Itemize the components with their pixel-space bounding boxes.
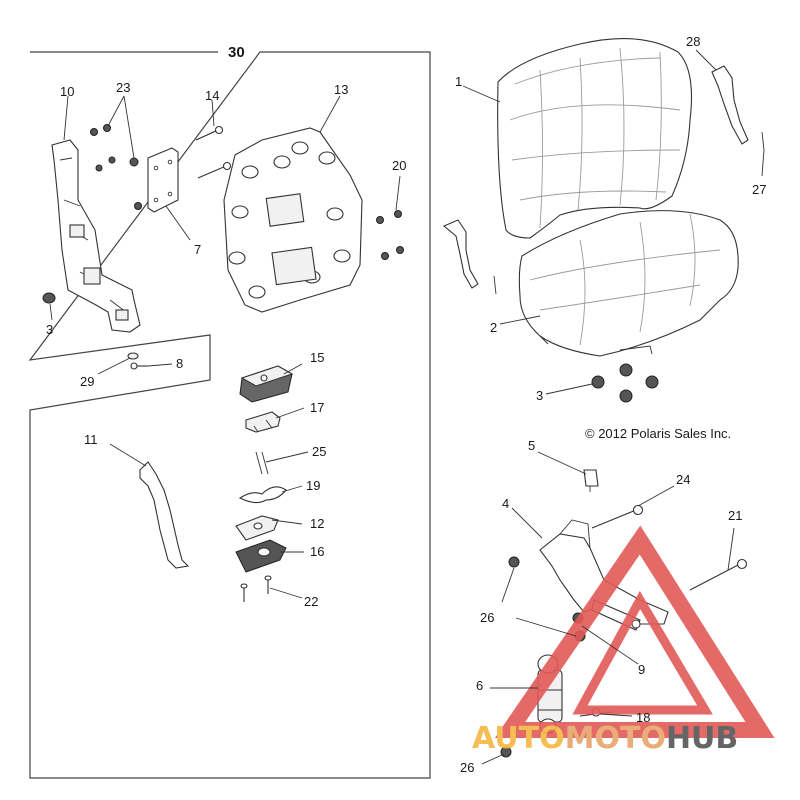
callout-c8: 8 bbox=[176, 356, 183, 371]
callout-c26a: 26 bbox=[480, 610, 494, 625]
watermark-inner-triangle bbox=[572, 590, 713, 715]
base-part-16 bbox=[235, 539, 287, 573]
callout-c7: 7 bbox=[194, 242, 201, 257]
callout-c25: 25 bbox=[312, 444, 326, 459]
pin-left-side bbox=[493, 275, 497, 295]
pin-part-27 bbox=[761, 131, 765, 151]
seat-bottom-part-2 bbox=[518, 210, 739, 357]
leader-lines bbox=[49, 49, 765, 765]
callout-c12: 12 bbox=[310, 516, 324, 531]
watermark-auto: AUTO bbox=[472, 721, 565, 756]
bolt-part-24 bbox=[591, 504, 644, 529]
callout-c30: 30 bbox=[228, 44, 245, 61]
callout-c28: 28 bbox=[686, 34, 700, 49]
callout-c11: 11 bbox=[84, 432, 98, 447]
callout-c1: 1 bbox=[455, 74, 462, 89]
callout-c20: 20 bbox=[392, 158, 406, 173]
seat-back-part-1 bbox=[497, 38, 693, 239]
callout-c29: 29 bbox=[80, 374, 94, 389]
clip-part-19 bbox=[238, 486, 287, 504]
watermark-triangle bbox=[494, 525, 775, 738]
callout-c24: 24 bbox=[676, 472, 690, 487]
callout-c9: 9 bbox=[638, 662, 645, 677]
kit-30-outline: 30 bbox=[28, 44, 431, 779]
strap-part-28 bbox=[711, 65, 749, 145]
nut-part-26-upper bbox=[508, 556, 520, 568]
callout-c3b: 3 bbox=[536, 388, 543, 403]
callout-c22: 22 bbox=[304, 594, 318, 609]
bolt-part-21 bbox=[689, 558, 748, 591]
plate-part-7 bbox=[147, 147, 179, 213]
callout-c23: 23 bbox=[116, 80, 130, 95]
callout-c3a: 3 bbox=[46, 322, 53, 337]
screws-part-20 bbox=[376, 210, 404, 260]
latch-part-17 bbox=[245, 411, 281, 433]
callout-c21: 21 bbox=[728, 508, 742, 523]
callout-c2: 2 bbox=[490, 320, 497, 335]
pins-part-25 bbox=[255, 451, 269, 475]
bolt-part-5 bbox=[583, 469, 599, 492]
watermark-logo: AUTOMOTOHUB bbox=[472, 525, 775, 756]
watermark-hub: HUB bbox=[666, 721, 738, 756]
strap-left-side bbox=[442, 219, 479, 289]
callout-c6: 6 bbox=[476, 678, 483, 693]
callout-c26b: 26 bbox=[460, 760, 474, 775]
bolts-part-14 bbox=[195, 125, 232, 179]
nuts-part-3-right bbox=[591, 363, 659, 403]
copyright-notice: © 2012 Polaris Sales Inc. bbox=[585, 426, 731, 441]
seat-pan-part-13 bbox=[223, 127, 363, 313]
bracket-part-10 bbox=[51, 139, 141, 333]
callout-c18: 18 bbox=[636, 710, 650, 725]
bolt-part-8 bbox=[130, 362, 148, 370]
nut-part-3-left bbox=[42, 292, 56, 304]
block-part-15 bbox=[239, 365, 294, 403]
callout-c17: 17 bbox=[310, 400, 324, 415]
bolts-part-22 bbox=[240, 575, 272, 602]
callout-c10: 10 bbox=[60, 84, 74, 99]
callout-c5: 5 bbox=[528, 438, 535, 453]
nuts-part-23 bbox=[90, 124, 142, 210]
washer-part-29 bbox=[127, 352, 139, 360]
callout-c15: 15 bbox=[310, 350, 324, 365]
strap-part-11 bbox=[139, 461, 190, 569]
callout-c4: 4 bbox=[502, 496, 509, 511]
callout-c16: 16 bbox=[310, 544, 324, 559]
callout-c27: 27 bbox=[752, 182, 766, 197]
callout-c19: 19 bbox=[306, 478, 320, 493]
watermark-text: AUTOMOTOHUB bbox=[472, 721, 738, 756]
plate-part-12 bbox=[235, 515, 279, 541]
watermark-moto: MOTO bbox=[565, 721, 666, 756]
callout-c13: 13 bbox=[334, 82, 348, 97]
callout-labels: 1 2 3 3 4 5 6 7 8 9 10 11 12 13 14 15 16… bbox=[46, 34, 766, 775]
callout-c14: 14 bbox=[205, 88, 219, 103]
